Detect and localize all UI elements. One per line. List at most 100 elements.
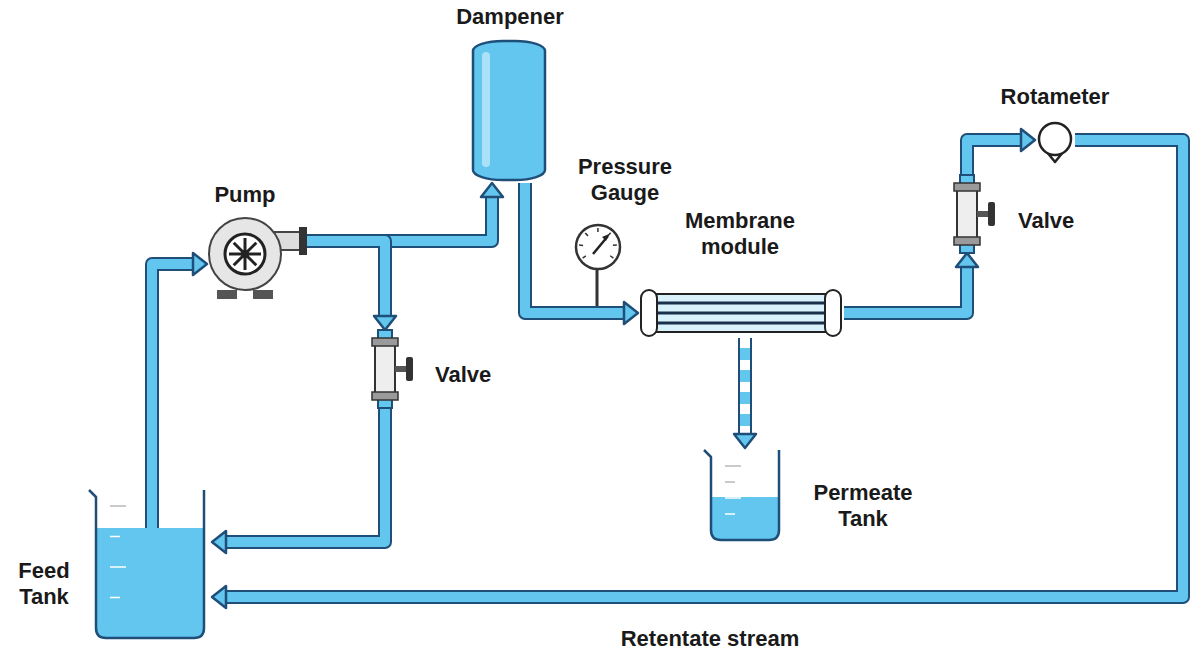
rotameter-body [1039,123,1071,155]
valve-node: Valve [950,175,998,253]
graduation-mark [110,566,126,568]
damp-node: Dampener [470,38,548,183]
valve-flange [372,392,398,400]
component-label: Valve [435,362,525,388]
pump-node: Pump [205,212,307,312]
tank-liquid [711,497,779,540]
tank-outline [89,490,204,638]
flow-arrowhead [212,531,226,553]
pump-impeller [225,234,265,274]
permeate-stripe [740,338,750,435]
valve-flange [954,183,980,191]
beaker-node: Permeate Tank [703,448,787,542]
dip-pipe [147,487,157,540]
pipe-flow [740,338,750,435]
pump-casing [209,218,281,290]
membrane-fiber [656,322,826,325]
valve-shape [368,330,416,408]
valve-flange [954,237,980,245]
flow-arrowhead [624,302,638,324]
gauge-node: Pressure Gauge [573,222,623,272]
pipe-wall [152,264,194,488]
dampener-vessel [473,41,545,180]
dampener-shine [482,52,490,167]
flow-arrowhead [734,434,756,448]
pipe-flow [225,408,385,542]
pipe-flow [225,140,1183,597]
gauge-tick [583,256,586,258]
gauge-tick [610,256,613,258]
flow-arrowhead [1021,129,1035,151]
pipe-connector [152,253,207,488]
pipe-flow [844,266,967,313]
impeller-hub [241,250,249,258]
component-label: Pressure Gauge [560,154,690,206]
pipe-wall [738,338,752,435]
rota-shape [1035,120,1075,164]
gauge-dial [576,225,620,269]
pipe-connector [212,408,385,553]
graduation-mark [110,597,120,599]
graduation-mark [725,513,735,515]
valve-node: Valve [368,330,416,408]
graduation-mark [110,505,126,507]
pipe-connector [844,253,978,313]
component-label: Valve [1018,208,1108,234]
gauge-tick [597,228,599,232]
flow-arrowhead [193,253,207,275]
flow-arrowhead [956,253,978,267]
pump-shape [205,212,307,312]
pipe-wall [844,266,967,313]
valve-flange [372,338,398,346]
pipe-wall [967,140,1022,175]
valve-handle [988,202,995,226]
tank-outline [704,450,779,540]
beaker-node: Feed Tank [88,488,212,640]
valve-shape [950,175,998,253]
membrane-fiber [656,302,826,305]
gauge-stem [596,270,599,306]
memb-shape [638,288,844,338]
membrane-shell [652,294,830,332]
gauge-tick [585,233,588,236]
pipe-flow [307,241,385,317]
pipe-wall [225,408,385,542]
pipe-group [152,129,1183,608]
damp-shape [470,38,548,183]
flow-arrowhead [212,586,226,608]
component-label: Dampener [440,4,580,30]
pump-foot [253,290,273,299]
component-label: Permeate Tank [798,480,928,532]
beaker-shape [703,448,787,542]
membrane-fiber [656,312,826,315]
pump-foot [217,290,237,299]
pipe-connector [307,241,396,330]
graduation-mark [725,465,741,467]
flow-arrowhead [374,316,396,330]
component-label: Feed Tank [4,558,84,610]
tank-liquid [96,528,204,638]
pipe-flow [967,140,1022,175]
gauge-tick [613,244,617,246]
stream-label: Retentate stream [580,626,840,652]
gauge-needle-tip [602,234,609,241]
pipe-connector [734,338,756,448]
pipe-connector [212,140,1183,608]
memb-node: Membrane module [638,288,844,338]
valve-handle [406,357,413,381]
valve-body [375,342,395,396]
component-label: Rotameter [985,84,1125,110]
beaker-shape [88,488,212,640]
pipe-wall [225,140,1183,597]
pipe-connector [967,129,1035,175]
membrane-end-cap [641,290,657,336]
graduation-mark [110,536,120,538]
gauge-shape [573,222,623,272]
component-label: Pump [195,182,295,208]
pipe-connector [307,183,503,241]
valve-body [957,187,977,241]
dip-pipe-edge [145,487,159,540]
component-label: Membrane module [660,208,820,260]
graduation-mark [725,497,741,499]
